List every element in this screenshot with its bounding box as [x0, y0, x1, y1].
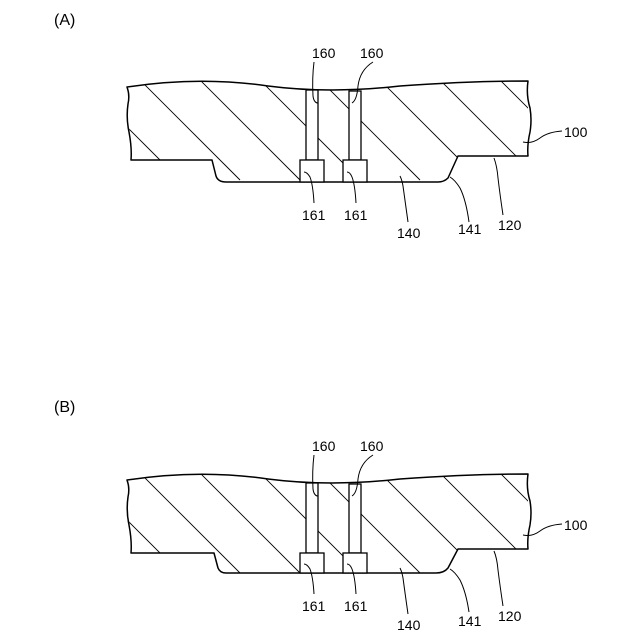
panel-a-ref-120: 120 — [498, 217, 522, 233]
panel-b-counterbore-right — [343, 553, 367, 573]
panel-b: (B) 160 160 161 161 140 141 1 — [0, 399, 600, 633]
panel-b-ref-161-left: 161 — [302, 598, 326, 614]
panel-a-label: (A) — [54, 12, 75, 29]
panel-a-leader-140 — [400, 176, 408, 222]
panel-b-ref-160-right: 160 — [360, 438, 384, 454]
panel-b-ref-100: 100 — [564, 517, 588, 533]
panel-b-ref-120: 120 — [498, 608, 522, 624]
panel-a-counterbore-left — [300, 160, 324, 182]
panel-a-ref-161-left: 161 — [302, 207, 326, 223]
panel-b-plate-outline — [127, 474, 531, 573]
panel-a-counterbore-right — [343, 160, 367, 182]
panel-a-ref-160-right: 160 — [360, 45, 384, 61]
panel-a-ref-161-right: 161 — [344, 207, 368, 223]
panel-a-hole-right — [349, 91, 361, 160]
panel-a-leader-120 — [494, 158, 503, 215]
panel-b-ref-161-right: 161 — [344, 598, 368, 614]
panel-a-ref-140: 140 — [397, 225, 421, 241]
panel-b-leader-140 — [400, 568, 408, 614]
panel-a: (A) 160 160 161 161 14 — [0, 12, 600, 241]
panel-a-plate-outline — [127, 81, 531, 182]
panel-b-ref-140: 140 — [397, 617, 421, 633]
panel-b-hole-right — [349, 484, 361, 553]
panel-b-leader-120 — [494, 551, 503, 606]
panel-a-hole-left — [306, 90, 318, 160]
panel-b-ref-141: 141 — [458, 613, 482, 629]
panel-a-ref-100: 100 — [564, 124, 588, 140]
panel-b-ref-160-left: 160 — [312, 438, 336, 454]
panel-b-counterbore-left — [300, 553, 324, 573]
panel-b-label: (B) — [54, 399, 75, 416]
panel-a-ref-160-left: 160 — [312, 45, 336, 61]
panel-a-ref-141: 141 — [458, 221, 482, 237]
panel-b-leader-141 — [450, 569, 469, 612]
panel-b-hole-left — [306, 483, 318, 553]
panel-a-leader-141 — [450, 177, 469, 222]
